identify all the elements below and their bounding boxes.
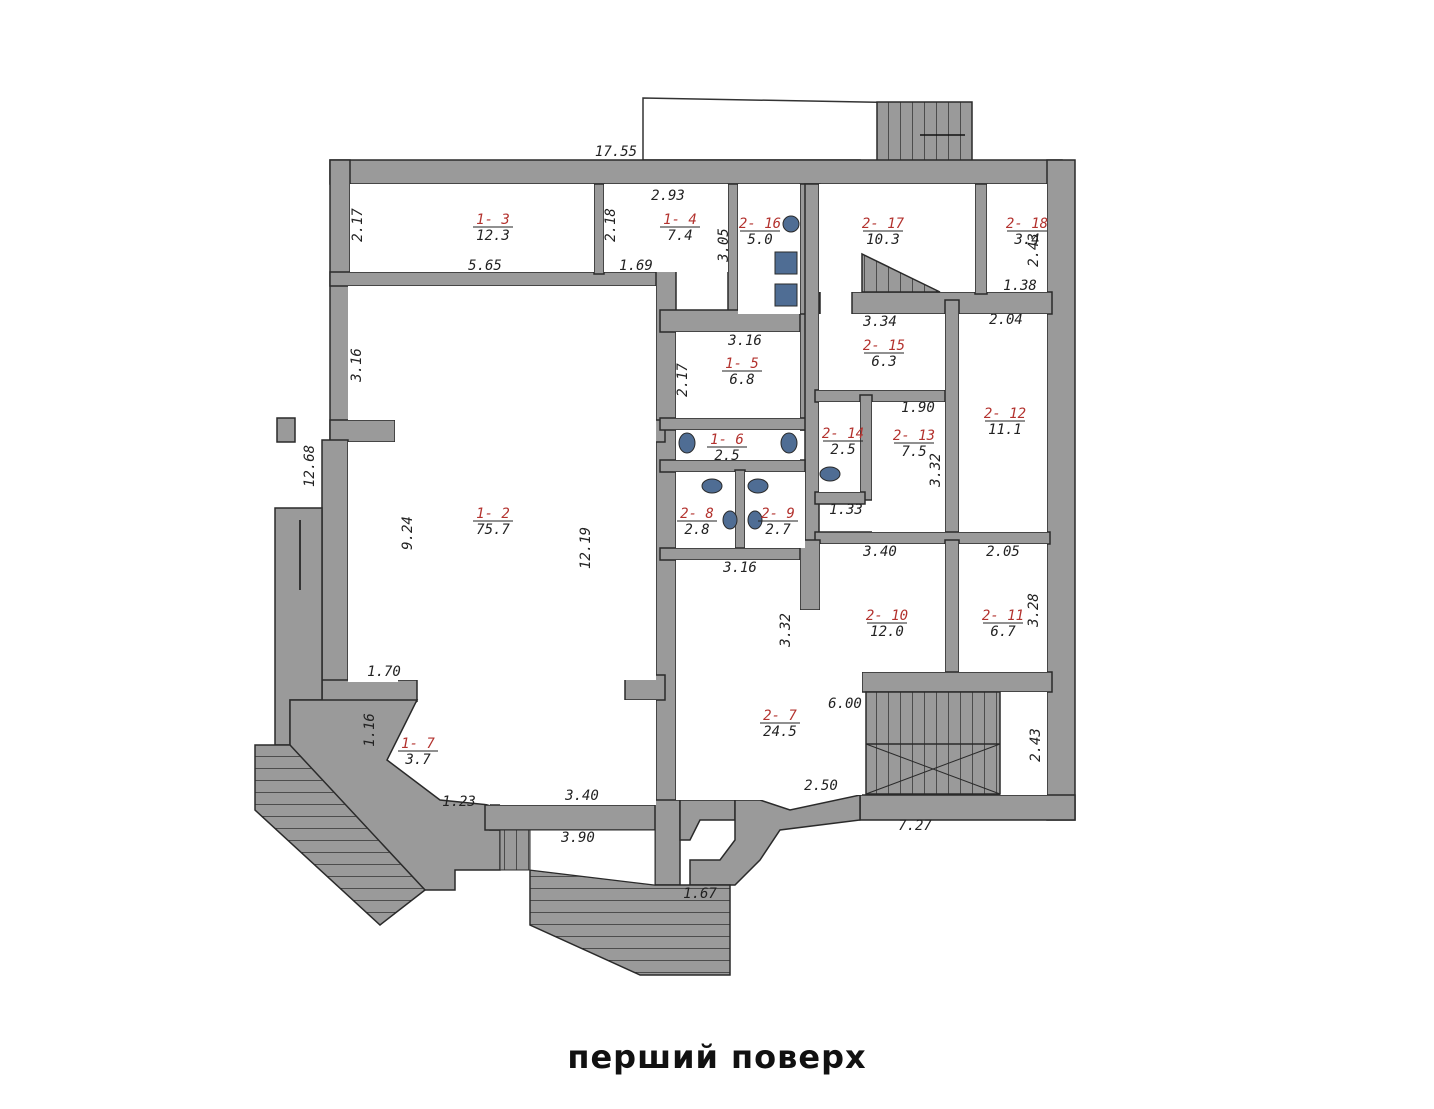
room-code-r1-6: 1- 6: [710, 432, 744, 448]
room-area-r2-11: 6.7: [990, 624, 1016, 640]
dimension-label: 2.43: [1026, 233, 1042, 267]
room-code-r2-9: 2- 9: [761, 506, 795, 522]
dimension-label: 1.69: [619, 258, 653, 274]
dimension-label: 3.40: [564, 788, 599, 804]
dimension-label: 2.50: [804, 778, 838, 794]
stairs-2-17: [861, 252, 941, 293]
dimension-label: 1.90: [901, 400, 935, 416]
dimension-label: 7.27: [898, 818, 932, 834]
inner-stairs: [865, 691, 1001, 795]
dimension-label: 3.28: [1026, 593, 1042, 628]
room-area-r1-3: 12.3: [476, 228, 510, 244]
column: [276, 417, 296, 443]
paper-top: [0, 0, 1434, 58]
dimension-label: 1.33: [829, 502, 863, 518]
room-code-r1-5: 1- 5: [725, 356, 759, 372]
room-code-r2-17: 2- 17: [862, 216, 905, 232]
room-area-r1-4: 7.4: [667, 228, 692, 244]
room-code-r2-10: 2- 10: [866, 608, 908, 624]
dimension-label: 1.23: [442, 794, 476, 810]
dimension-label: 2.05: [986, 544, 1020, 560]
room-area-r2-10: 12.0: [870, 624, 904, 640]
room-area-r2-18: 3.4: [1013, 232, 1039, 248]
room-code-r2-16: 2- 16: [739, 216, 781, 232]
dimension-label: 5.65: [468, 258, 502, 274]
dimension-label: 1.70: [367, 664, 401, 680]
dimension-label: 1.38: [1003, 278, 1037, 294]
dimension-label: 2.17: [350, 208, 366, 242]
fixtures: [678, 215, 841, 530]
room-code-r2-7: 2- 7: [763, 708, 797, 724]
dimension-label: 17.55: [595, 144, 637, 160]
dimension-label: 3.05: [716, 228, 732, 263]
room-area-r2-16: 5.0: [747, 232, 772, 248]
room-code-r1-3: 1- 3: [476, 212, 510, 228]
dimension-label: 3.16: [722, 560, 757, 576]
room-area-r1-6: 2.5: [714, 448, 739, 464]
room-area-r2-17: 10.3: [866, 232, 900, 248]
dimension-label: 2.04: [989, 312, 1023, 328]
room-area-r1-2: 75.7: [476, 522, 510, 538]
dimension-labels: 17.55 2.93 2.17 2.18 3.05 5.65 1.69 2.43 1.38 3.1…: [302, 144, 1044, 902]
dimension-label: 3.90: [560, 830, 595, 846]
room-area-r1-5: 6.8: [729, 372, 754, 388]
room-floors: [348, 184, 1047, 805]
room-code-r2-12: 2- 12: [984, 406, 1026, 422]
dimension-label: 9.24: [400, 516, 416, 550]
dimension-label: 2.17: [675, 363, 691, 397]
dimension-label: 3.16: [727, 333, 762, 349]
room-code-r2-13: 2- 13: [893, 428, 935, 444]
dimension-label: 3.40: [862, 544, 897, 560]
dimension-label: 2.18: [603, 208, 619, 242]
dimension-label: 12.19: [578, 527, 594, 569]
room-area-r2-15: 6.3: [871, 354, 896, 370]
dimension-label: 1.67: [683, 886, 717, 902]
dimension-label: 3.32: [778, 613, 794, 648]
floor-caption: перший поверх: [567, 1038, 867, 1076]
dimension-label: 6.00: [828, 696, 862, 712]
dimension-label: 3.16: [349, 348, 365, 383]
dimension-label: 2.93: [651, 188, 685, 204]
room-code-r1-7: 1- 7: [401, 736, 435, 752]
room-area-r2-8: 2.8: [684, 522, 709, 538]
dimension-label: 3.34: [862, 314, 897, 330]
room-area-r2-9: 2.7: [765, 522, 791, 538]
dimension-label: 2.43: [1028, 728, 1044, 762]
room-area-r2-7: 24.5: [763, 724, 797, 740]
dimension-label: 12.68: [302, 445, 318, 487]
room-code-r2-8: 2- 8: [680, 506, 714, 522]
dimension-label: 1.16: [362, 713, 378, 747]
room-code-r1-2: 1- 2: [476, 506, 510, 522]
room-code-r2-14: 2- 14: [822, 426, 864, 442]
room-area-r2-12: 11.1: [988, 422, 1022, 438]
room-code-r1-4: 1- 4: [663, 212, 697, 228]
room-area-r2-13: 7.5: [901, 444, 926, 460]
room-code-r2-18: 2- 18: [1006, 216, 1048, 232]
room-code-r2-11: 2- 11: [982, 608, 1024, 624]
left-entry-stairs: [254, 744, 427, 926]
room-area-r2-14: 2.5: [830, 442, 855, 458]
room-code-r2-15: 2- 15: [863, 338, 905, 354]
room-area-r1-7: 3.7: [404, 752, 431, 768]
walls: [274, 159, 1076, 891]
dimension-label: 3.32: [928, 453, 944, 488]
